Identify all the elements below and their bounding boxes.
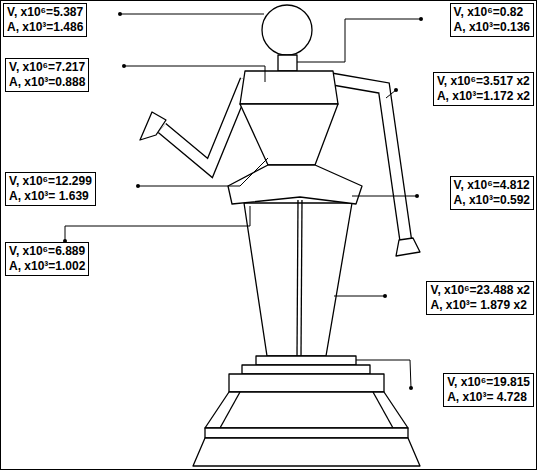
volume-area-value: V, x10⁶=7.217 — [9, 60, 85, 75]
callout-box: V, x10⁶=12.299A, x10³= 1.639 — [5, 172, 96, 206]
volume-area-value: V, x10⁶=5.387 — [7, 5, 83, 20]
volume-area-value: V, x10⁶=0.82 — [454, 5, 530, 20]
callout-box: V, x10⁶=4.812A, x10³=0.592 — [450, 176, 534, 210]
callout-box: V, x10⁶=3.517 x2A, x10³=1.172 x2 — [433, 72, 534, 106]
callout-box: V, x10⁶=6.889A, x10³=1.002 — [5, 242, 89, 276]
volume-area-value: V, x10⁶=19.815 — [447, 375, 530, 390]
callout-box: V, x10⁶=23.488 x2A, x10³= 1.879 x2 — [426, 281, 534, 315]
volume-area-value: V, x10⁶=3.517 x2 — [437, 74, 530, 89]
volume-area-value: V, x10⁶=12.299 — [9, 174, 92, 189]
volume-area-value: A, x10³=1.486 — [7, 20, 83, 35]
callout-box: V, x10⁶=0.82A, x10³=0.136 — [450, 3, 534, 37]
volume-area-value: V, x10⁶=23.488 x2 — [430, 283, 530, 298]
volume-area-value: A, x10³=0.888 — [9, 75, 85, 90]
volume-area-value: A, x10³=1.172 x2 — [437, 89, 530, 104]
callout-box: V, x10⁶=19.815A, x10³= 4.728 — [443, 373, 534, 407]
volume-area-value: A, x10³= 1.879 x2 — [430, 298, 530, 313]
volume-area-value: A, x10³=0.136 — [454, 20, 530, 35]
volume-area-value: A, x10³=1.002 — [9, 259, 85, 274]
volume-area-value: V, x10⁶=4.812 — [454, 178, 530, 193]
volume-area-value: A, x10³=0.592 — [454, 193, 530, 208]
callout-box: V, x10⁶=5.387A, x10³=1.486 — [3, 3, 87, 37]
callout-box: V, x10⁶=7.217A, x10³=0.888 — [5, 58, 89, 92]
volume-area-value: A, x10³= 4.728 — [447, 390, 530, 405]
volume-area-value: V, x10⁶=6.889 — [9, 244, 85, 259]
volume-area-value: A, x10³= 1.639 — [9, 189, 92, 204]
